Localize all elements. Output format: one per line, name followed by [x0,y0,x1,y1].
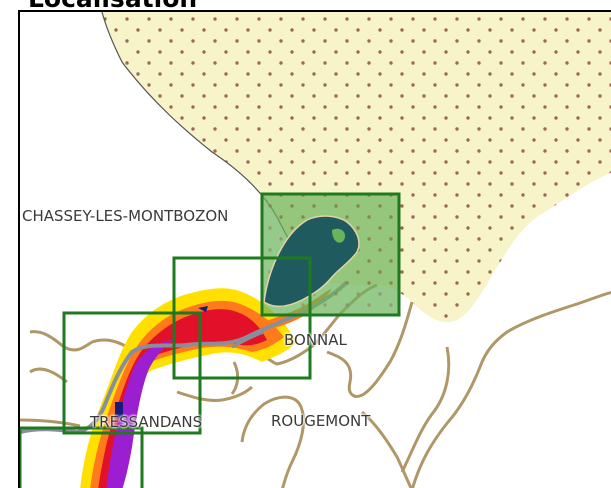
map-frame[interactable] [18,10,611,488]
commune-label-chassey: CHASSEY-LES-MONTBOZON [22,207,229,225]
commune-label-bonnal: BONNAL [284,331,347,349]
site-frame-3 [62,311,202,435]
site-frame-1 [260,192,401,317]
commune-label-tressandans: TRESSANDANS [90,413,203,431]
map-canvas [20,12,611,488]
flood-zones [20,280,349,488]
site-frame-4 [20,426,144,488]
site-frames [20,192,401,488]
commune-label-rougemont: ROUGEMONT [271,412,371,430]
site-frame-2 [172,256,312,380]
map-title: Localisation [28,0,197,13]
